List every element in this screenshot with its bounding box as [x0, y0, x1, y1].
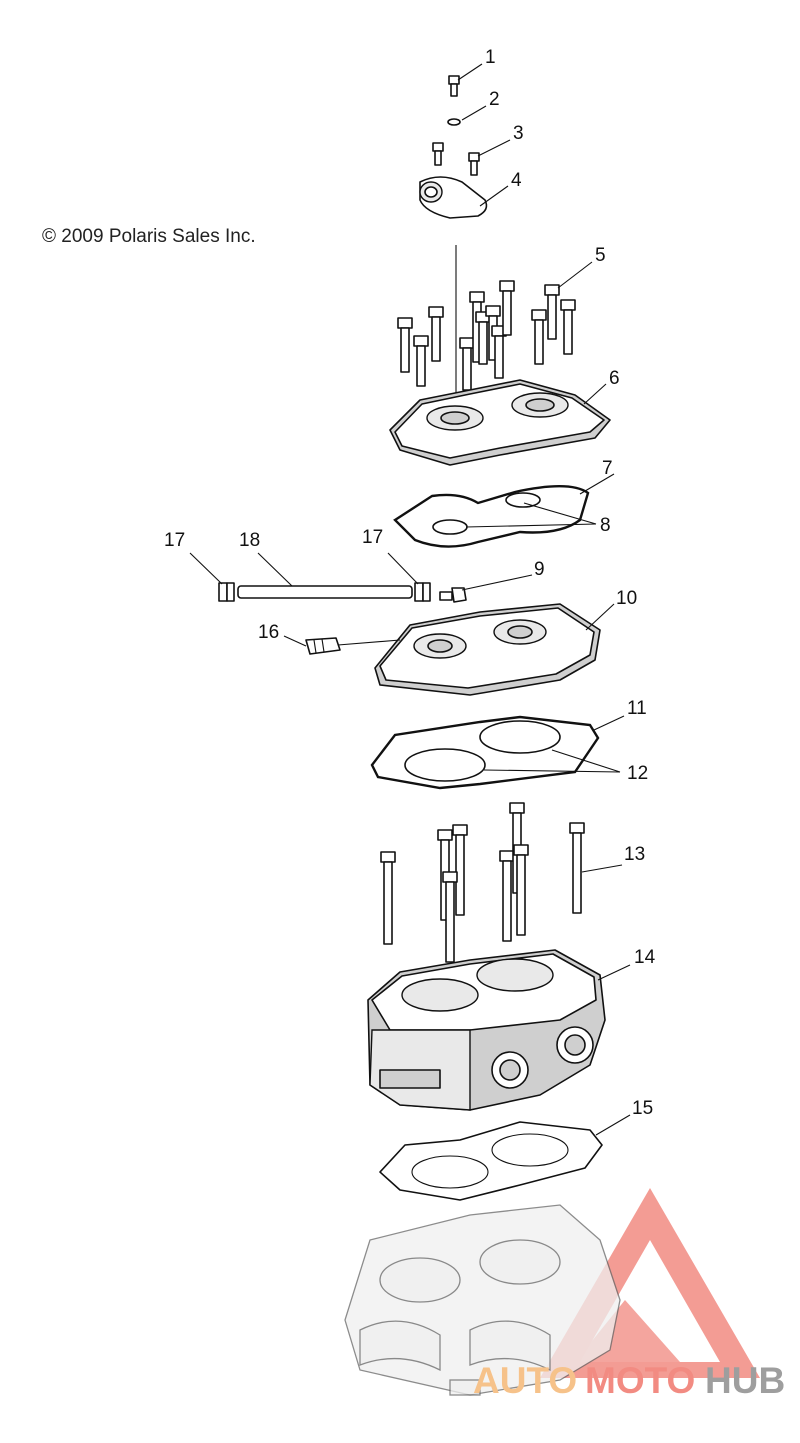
- watermark-auto: AUTO: [473, 1360, 577, 1401]
- watermark-moto: MOTO: [585, 1360, 695, 1401]
- clamp-17-left: [218, 582, 235, 602]
- head-cover-6: [389, 379, 611, 466]
- bolts-3: [432, 142, 480, 176]
- gasket-15: [379, 1121, 603, 1201]
- bolt-1: [448, 75, 460, 97]
- callout-4: 4: [511, 170, 522, 191]
- callout-16: 16: [258, 622, 279, 643]
- clamp-17-right: [414, 582, 431, 602]
- callout-13: 13: [624, 844, 645, 865]
- callout-6: 6: [609, 368, 620, 389]
- callout-14: 14: [634, 947, 656, 968]
- hose-18: [237, 585, 413, 599]
- callout-10: 10: [616, 588, 637, 609]
- callout-2: 2: [489, 89, 500, 110]
- copyright-notice: © 2009 Polaris Sales Inc.: [42, 226, 256, 247]
- callout-3: 3: [513, 123, 524, 144]
- leader-lines: [189, 63, 631, 1136]
- gasket-11: [370, 715, 600, 790]
- cylinder-head-10: [374, 603, 601, 696]
- callout-18: 18: [239, 530, 260, 551]
- gasket-7: [393, 485, 590, 548]
- fitting-16: [305, 637, 341, 655]
- callout-1: 1: [485, 47, 496, 68]
- callout-12: 12: [627, 763, 648, 784]
- callout-5: 5: [595, 245, 606, 266]
- callout-17-right: 17: [362, 527, 383, 548]
- callout-7: 7: [602, 458, 613, 479]
- callout-17-left: 17: [164, 530, 185, 551]
- washer-2: [447, 118, 461, 126]
- callout-labels: 1 2 3 4 5 6 7 8 9 10 11 12 13 14 15 16 1…: [164, 47, 656, 1119]
- watermark-hub: HUB: [705, 1360, 785, 1401]
- fitting-9: [439, 587, 467, 603]
- crankcase-illustration: [344, 1204, 621, 1396]
- callout-9: 9: [534, 559, 545, 580]
- cylinder-block-14: [367, 949, 606, 1111]
- outlet-housing-4: [419, 176, 488, 219]
- head-bolts-5: [397, 280, 576, 391]
- cylinder-bolts-13: [380, 802, 585, 963]
- callout-15: 15: [632, 1098, 653, 1119]
- o-rings-8: [432, 492, 541, 535]
- watermark-text: AUTO MOTO HUB: [473, 1360, 785, 1401]
- callout-8: 8: [600, 515, 611, 536]
- callout-11: 11: [627, 698, 647, 719]
- rings-12: [404, 720, 561, 782]
